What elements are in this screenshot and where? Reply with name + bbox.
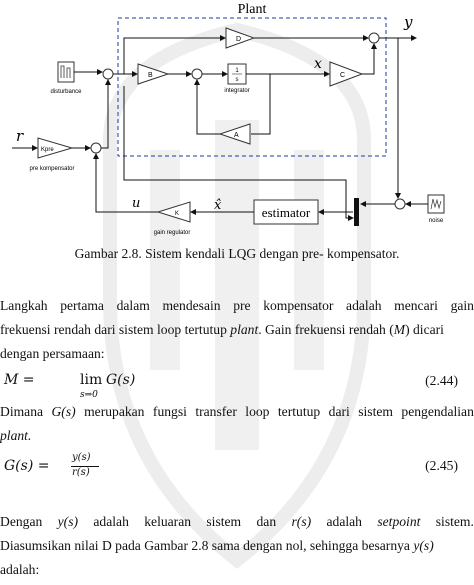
block-K (156, 201, 191, 223)
svg-text:estimator: estimator (262, 205, 311, 220)
kpre-caption: pre kompensator (29, 166, 74, 172)
equation-2-44: M = lim s⇒0 G(s) (2.44) (4, 372, 458, 400)
reference-label: r (16, 127, 24, 145)
paragraph-3-line-2: Diasumsikan nilai D pada Gambar 2.8 sama… (0, 538, 434, 553)
disturbance-source (57, 61, 75, 83)
disturbance-caption: disturbance (50, 89, 82, 95)
estimate-label: x̂ (214, 198, 222, 213)
block-B (137, 63, 170, 85)
block-D (225, 27, 256, 49)
block-diagram: Plant disturbance D B 1 s integrator C A… (12, 2, 445, 236)
svg-text:A: A (234, 132, 239, 139)
svg-text:D: D (236, 36, 241, 43)
sum-disturbance (102, 68, 114, 80)
block-kpre (37, 137, 74, 159)
sum-integrator (191, 68, 203, 80)
sum-noise (394, 198, 406, 210)
state-label: x (314, 56, 322, 72)
paragraph-1-line-3: dengan persamaan: (0, 346, 105, 361)
plant-boundary (117, 17, 387, 157)
figure-caption: Gambar 2.8. Sistem kendali LQG dengan pr… (74, 246, 400, 261)
svg-text:Kpre: Kpre (41, 147, 54, 153)
plant-label: Plant (238, 2, 267, 17)
block-A (218, 123, 251, 145)
mux-bar (354, 198, 359, 226)
integrator-caption: integrator (224, 88, 249, 94)
paragraph-1-line-2: frekuensi rendah dari sistem loop tertut… (0, 322, 444, 337)
svg-text:s: s (236, 77, 239, 83)
block-C (329, 61, 364, 87)
gain-caption: gain regulator (154, 230, 191, 236)
svg-text:B: B (148, 72, 153, 79)
output-label: y (403, 13, 413, 31)
paragraph-2-line-2: plant. (0, 428, 32, 443)
paragraph-3-line-3: adalah: (0, 562, 40, 577)
sum-precomp (90, 142, 102, 154)
noise-caption: noise (429, 218, 444, 224)
sum-output (368, 32, 380, 44)
control-label: u (132, 196, 140, 211)
svg-text:K: K (175, 211, 179, 217)
svg-text:1: 1 (235, 68, 239, 74)
svg-text:C: C (340, 72, 345, 79)
equation-2-45: G(s) = y(s) r(s) (2.45) (4, 452, 458, 478)
